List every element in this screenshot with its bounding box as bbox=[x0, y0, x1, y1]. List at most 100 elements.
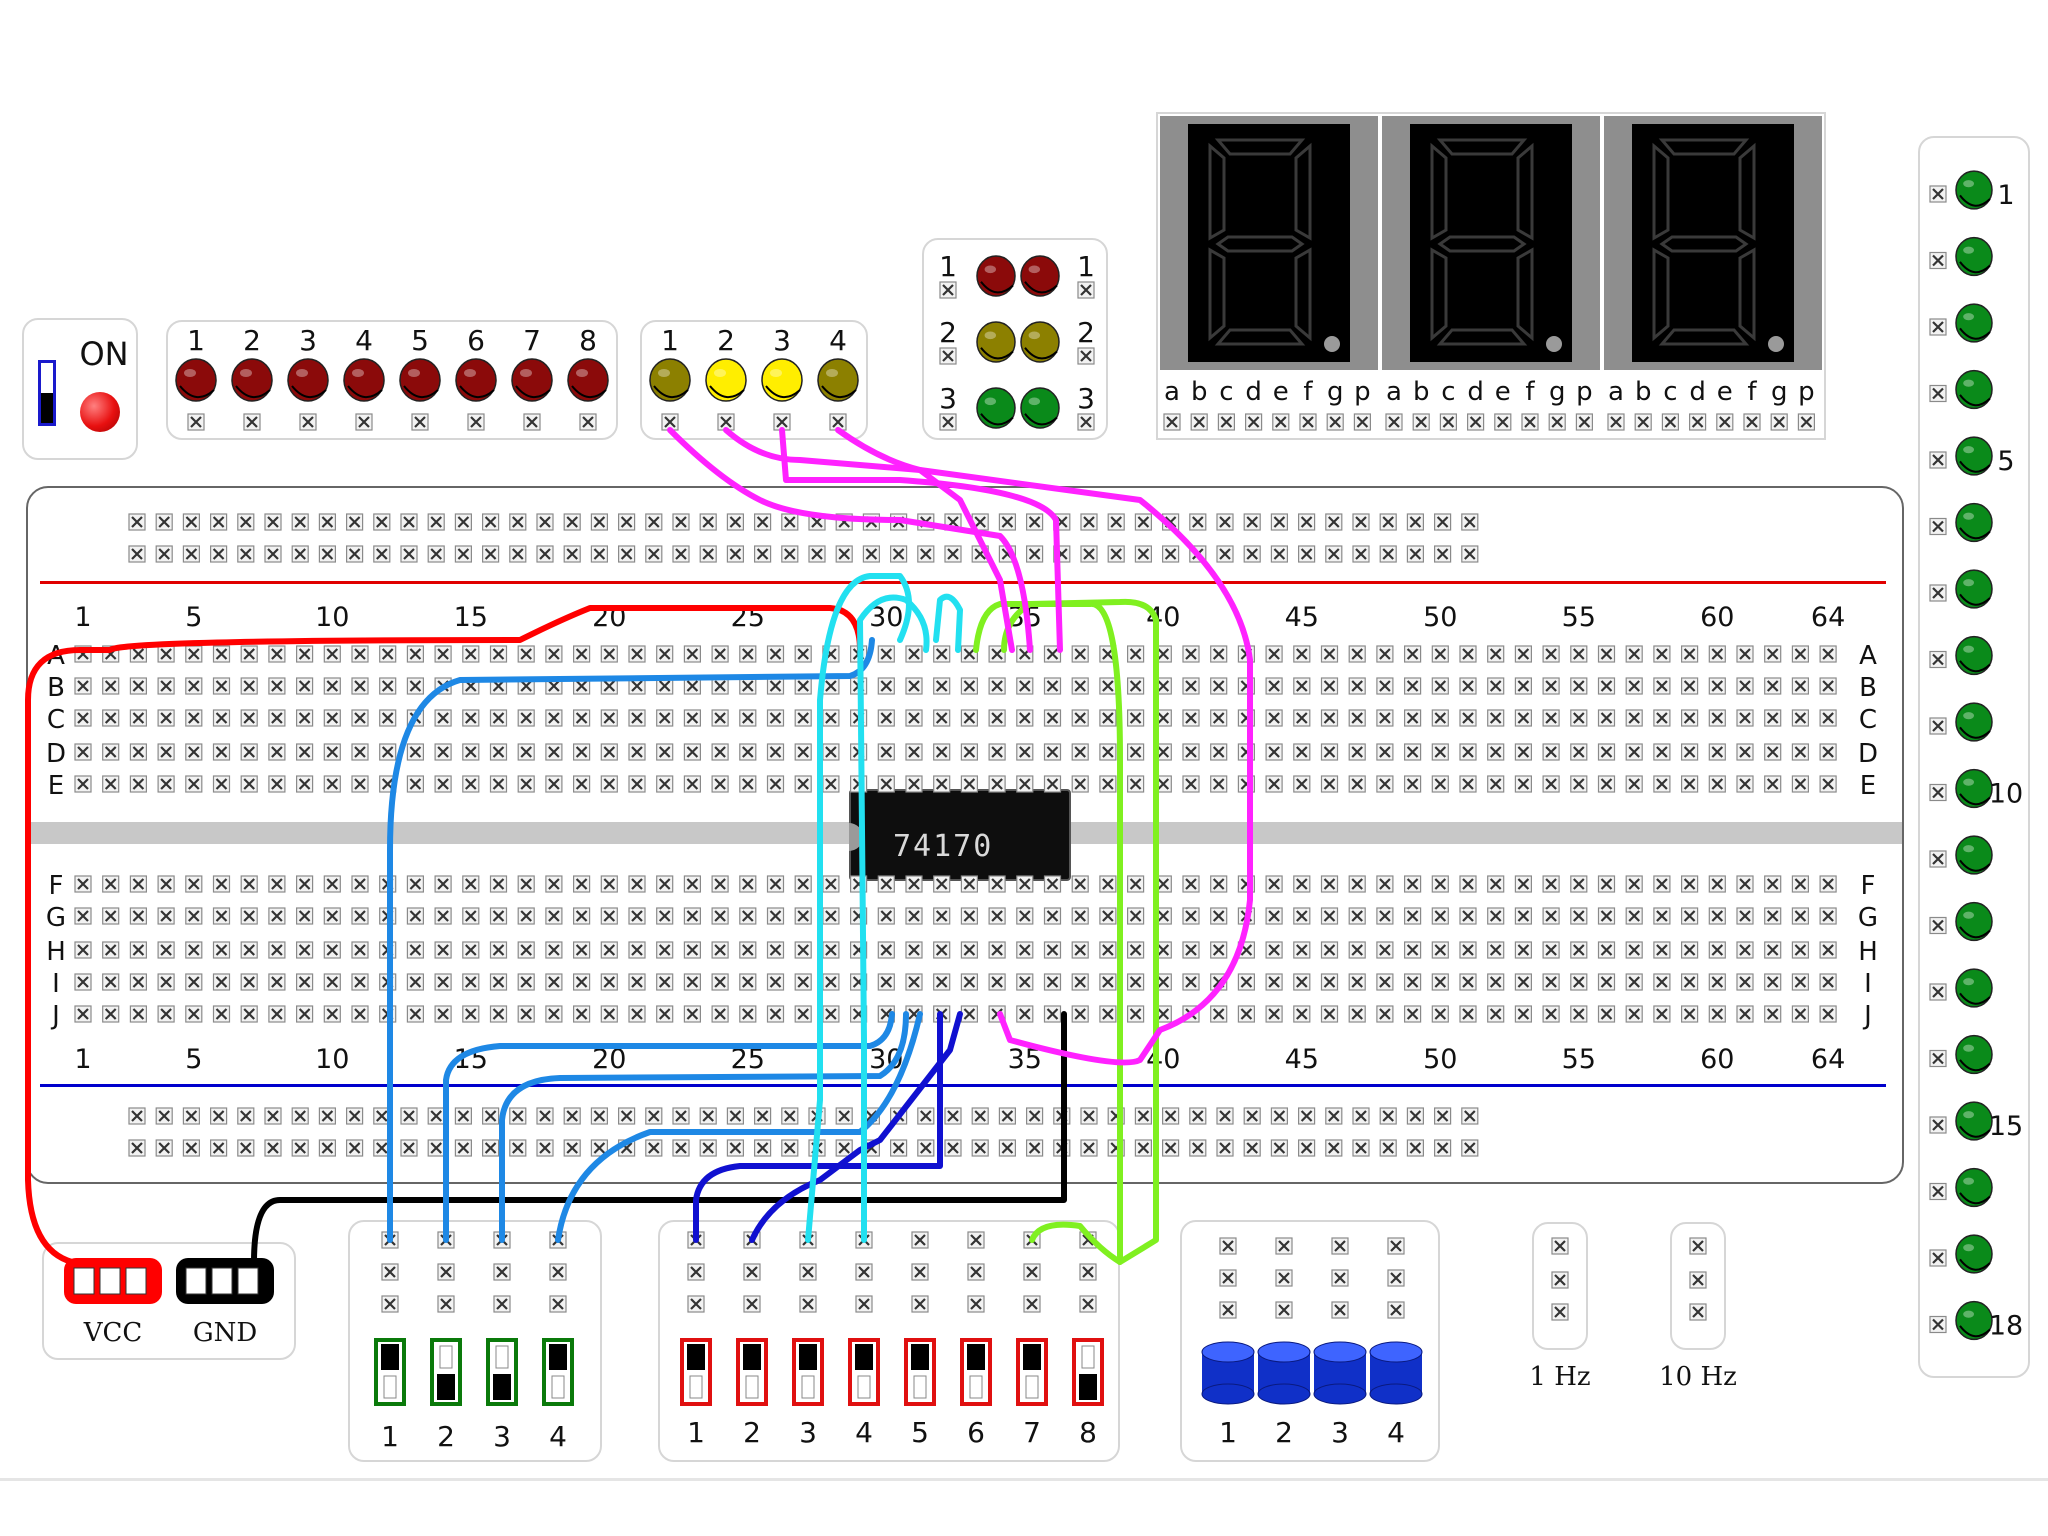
breadboard-hole[interactable] bbox=[545, 775, 563, 793]
breadboard-hole[interactable] bbox=[1764, 677, 1782, 695]
breadboard-hole[interactable] bbox=[240, 775, 258, 793]
breadboard-hole[interactable] bbox=[1597, 709, 1616, 727]
rail-hole[interactable] bbox=[482, 1107, 500, 1125]
breadboard-hole[interactable] bbox=[1736, 941, 1754, 959]
switch-pin[interactable] bbox=[1023, 1231, 1041, 1249]
button-pin[interactable] bbox=[1219, 1269, 1237, 1287]
breadboard-hole[interactable] bbox=[1680, 1005, 1699, 1023]
rail-hole[interactable] bbox=[482, 1139, 500, 1157]
breadboard-hole[interactable] bbox=[489, 645, 508, 663]
breadboard-hole[interactable] bbox=[1237, 941, 1256, 959]
breadboard-hole[interactable] bbox=[1071, 677, 1089, 695]
breadboard-hole[interactable] bbox=[1348, 1005, 1366, 1023]
breadboard-hole[interactable] bbox=[600, 907, 618, 925]
breadboard-hole[interactable] bbox=[849, 775, 868, 793]
breadboard-hole[interactable] bbox=[1819, 645, 1837, 663]
segment-pin[interactable] bbox=[1688, 413, 1707, 431]
breadboard-hole[interactable] bbox=[1487, 1005, 1505, 1023]
segment-pin[interactable] bbox=[1163, 413, 1181, 431]
rail-hole[interactable] bbox=[1189, 1139, 1207, 1157]
traffic-led-pin-left[interactable] bbox=[939, 281, 957, 299]
rail-hole[interactable] bbox=[427, 1139, 445, 1157]
breadboard-hole[interactable] bbox=[1376, 775, 1394, 793]
breadboard-hole[interactable] bbox=[1043, 709, 1062, 727]
breadboard-hole[interactable] bbox=[1237, 709, 1256, 727]
breadboard-hole[interactable] bbox=[1182, 775, 1200, 793]
rail-hole[interactable] bbox=[454, 513, 472, 531]
breadboard-hole[interactable] bbox=[683, 907, 702, 925]
breadboard-hole[interactable] bbox=[489, 775, 508, 793]
breadboard-hole[interactable] bbox=[1265, 875, 1283, 893]
rail-hole[interactable] bbox=[1134, 1107, 1153, 1125]
breadboard-hole[interactable] bbox=[129, 973, 147, 991]
breadboard-hole[interactable] bbox=[628, 677, 646, 695]
breadboard-hole[interactable] bbox=[683, 743, 702, 761]
rail-hole[interactable] bbox=[1243, 1107, 1261, 1125]
green-switch[interactable] bbox=[486, 1338, 518, 1406]
rail-hole[interactable] bbox=[1379, 545, 1397, 563]
breadboard-hole[interactable] bbox=[1459, 645, 1477, 663]
switch-pin[interactable] bbox=[911, 1231, 929, 1249]
breadboard-hole[interactable] bbox=[1514, 941, 1533, 959]
rail-hole[interactable] bbox=[917, 513, 935, 531]
rail-hole[interactable] bbox=[210, 545, 228, 563]
breadboard-hole[interactable] bbox=[517, 775, 535, 793]
breadboard-hole[interactable] bbox=[1487, 709, 1505, 727]
breadboard-hole[interactable] bbox=[656, 677, 674, 695]
breadboard-hole[interactable] bbox=[1459, 743, 1477, 761]
breadboard-hole[interactable] bbox=[212, 677, 231, 695]
rail-hole[interactable] bbox=[590, 545, 609, 563]
rail-hole[interactable] bbox=[645, 545, 663, 563]
breadboard-hole[interactable] bbox=[683, 775, 702, 793]
breadboard-hole[interactable] bbox=[1764, 645, 1782, 663]
rail-hole[interactable] bbox=[998, 545, 1017, 563]
button-pin[interactable] bbox=[1331, 1269, 1349, 1287]
rail-hole[interactable] bbox=[1025, 1139, 1044, 1157]
breadboard-hole[interactable] bbox=[1819, 775, 1837, 793]
rail-hole[interactable] bbox=[1134, 545, 1153, 563]
breadboard-hole[interactable] bbox=[1514, 743, 1533, 761]
rail-hole[interactable] bbox=[781, 513, 799, 531]
breadboard-hole[interactable] bbox=[628, 1005, 646, 1023]
breadboard-hole[interactable] bbox=[683, 645, 702, 663]
rail-hole[interactable] bbox=[699, 513, 717, 531]
breadboard-hole[interactable] bbox=[379, 645, 397, 663]
breadboard-hole[interactable] bbox=[1570, 973, 1588, 991]
breadboard-hole[interactable] bbox=[462, 941, 480, 959]
breadboard-hole[interactable] bbox=[545, 677, 563, 695]
breadboard-hole[interactable] bbox=[462, 907, 480, 925]
breadboard-hole[interactable] bbox=[572, 645, 591, 663]
rail-hole[interactable] bbox=[210, 1139, 228, 1157]
rail-hole[interactable] bbox=[1406, 1139, 1425, 1157]
breadboard-hole[interactable] bbox=[905, 645, 923, 663]
rail-hole[interactable] bbox=[1080, 545, 1098, 563]
rail-hole[interactable] bbox=[835, 1139, 853, 1157]
rail-hole[interactable] bbox=[998, 1107, 1017, 1125]
button-pin[interactable] bbox=[1275, 1269, 1293, 1287]
breadboard-hole[interactable] bbox=[1348, 973, 1366, 991]
breadboard-hole[interactable] bbox=[1708, 1005, 1726, 1023]
breadboard-hole[interactable] bbox=[323, 645, 341, 663]
breadboard-hole[interactable] bbox=[656, 907, 674, 925]
switch-pin[interactable] bbox=[1023, 1295, 1041, 1313]
breadboard-hole[interactable] bbox=[1819, 941, 1837, 959]
rail-hole[interactable] bbox=[346, 545, 364, 563]
rail-hole[interactable] bbox=[808, 1107, 826, 1125]
rail-hole[interactable] bbox=[509, 1107, 527, 1125]
breadboard-hole[interactable] bbox=[1625, 1005, 1643, 1023]
rail-hole[interactable] bbox=[753, 545, 772, 563]
breadboard-hole[interactable] bbox=[849, 677, 868, 695]
button-pin[interactable] bbox=[1219, 1237, 1237, 1255]
breadboard-hole[interactable] bbox=[656, 709, 674, 727]
breadboard-hole[interactable] bbox=[1791, 677, 1810, 695]
breadboard-hole[interactable] bbox=[794, 1005, 812, 1023]
breadboard-hole[interactable] bbox=[1265, 1005, 1283, 1023]
breadboard-hole[interactable] bbox=[517, 973, 535, 991]
rail-hole[interactable] bbox=[1270, 513, 1289, 531]
rail-hole[interactable] bbox=[454, 1139, 472, 1157]
rail-hole[interactable] bbox=[753, 1139, 772, 1157]
right-led-pin[interactable] bbox=[1929, 451, 1947, 469]
traffic-led-pin-right[interactable] bbox=[1077, 347, 1095, 365]
breadboard-hole[interactable] bbox=[1680, 677, 1699, 695]
push-button[interactable] bbox=[1257, 1341, 1311, 1405]
